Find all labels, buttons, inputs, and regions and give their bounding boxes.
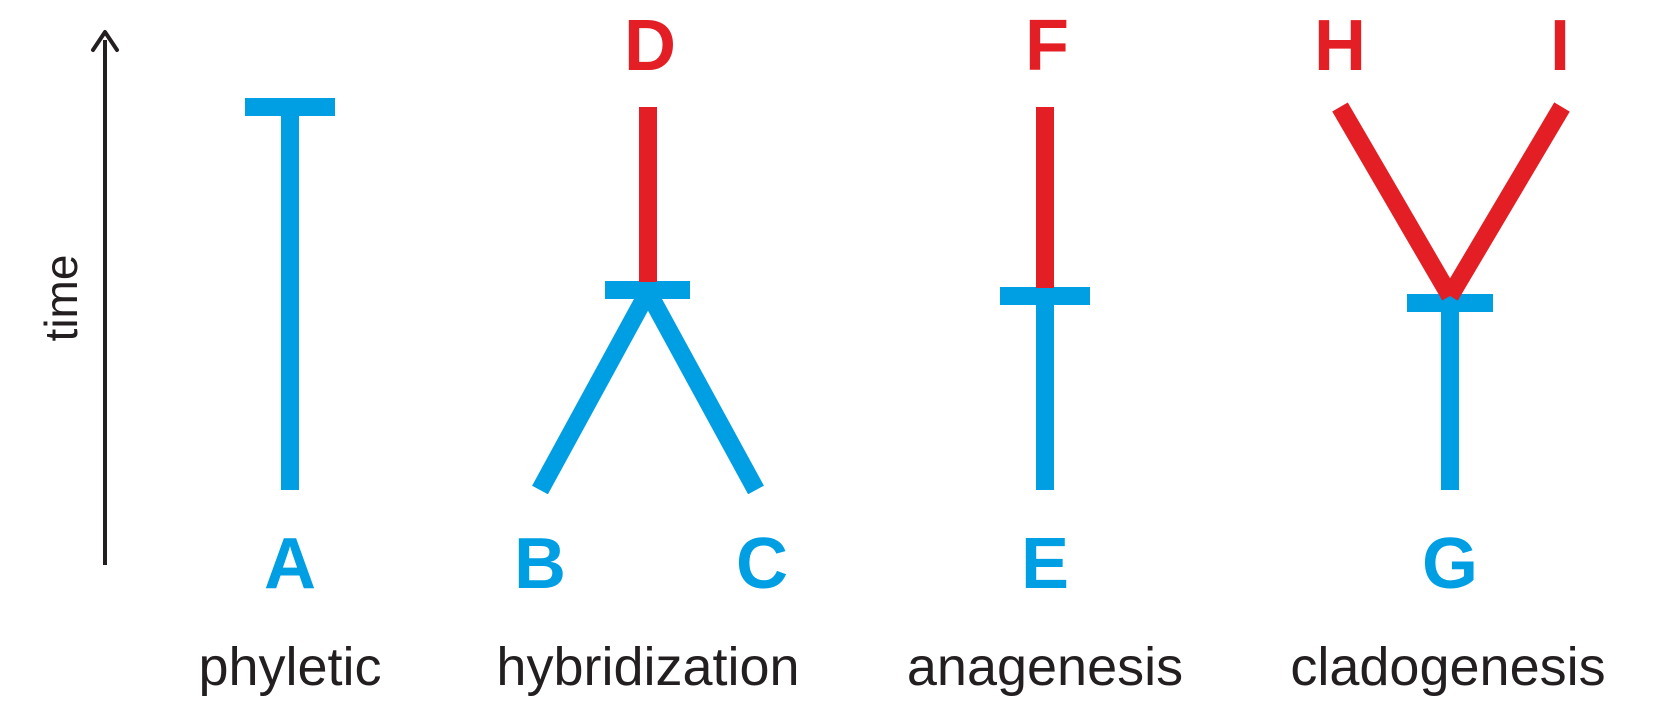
time-axis-arrowhead	[91, 30, 119, 52]
time-axis: time	[35, 30, 119, 565]
time-axis-label: time	[35, 255, 87, 342]
node-label-c: C	[736, 524, 788, 604]
cladogenesis-left-descendant-branch	[1332, 102, 1458, 301]
caption-cladogenesis: cladogenesis	[1290, 637, 1605, 697]
node-label-g: G	[1422, 524, 1478, 604]
panel-phyletic: A phyletic	[198, 98, 382, 697]
node-label-d: D	[624, 6, 676, 86]
panel-anagenesis: E F anagenesis	[907, 6, 1183, 697]
hybridization-right-parent-branch	[640, 287, 764, 495]
panel-cladogenesis: G H I cladogenesis	[1290, 6, 1605, 697]
caption-phyletic: phyletic	[198, 637, 381, 697]
node-label-f: F	[1025, 6, 1069, 86]
panel-hybridization: B C D hybridization	[496, 6, 799, 697]
caption-hybridization: hybridization	[496, 637, 799, 697]
cladogenesis-right-descendant-branch	[1442, 102, 1570, 301]
node-label-b: B	[514, 524, 566, 604]
node-label-h: H	[1314, 6, 1366, 86]
node-label-e: E	[1021, 524, 1069, 604]
node-label-i: I	[1550, 6, 1570, 86]
hybridization-left-parent-branch	[532, 287, 656, 495]
node-label-a: A	[264, 524, 316, 604]
caption-anagenesis: anagenesis	[907, 637, 1183, 697]
